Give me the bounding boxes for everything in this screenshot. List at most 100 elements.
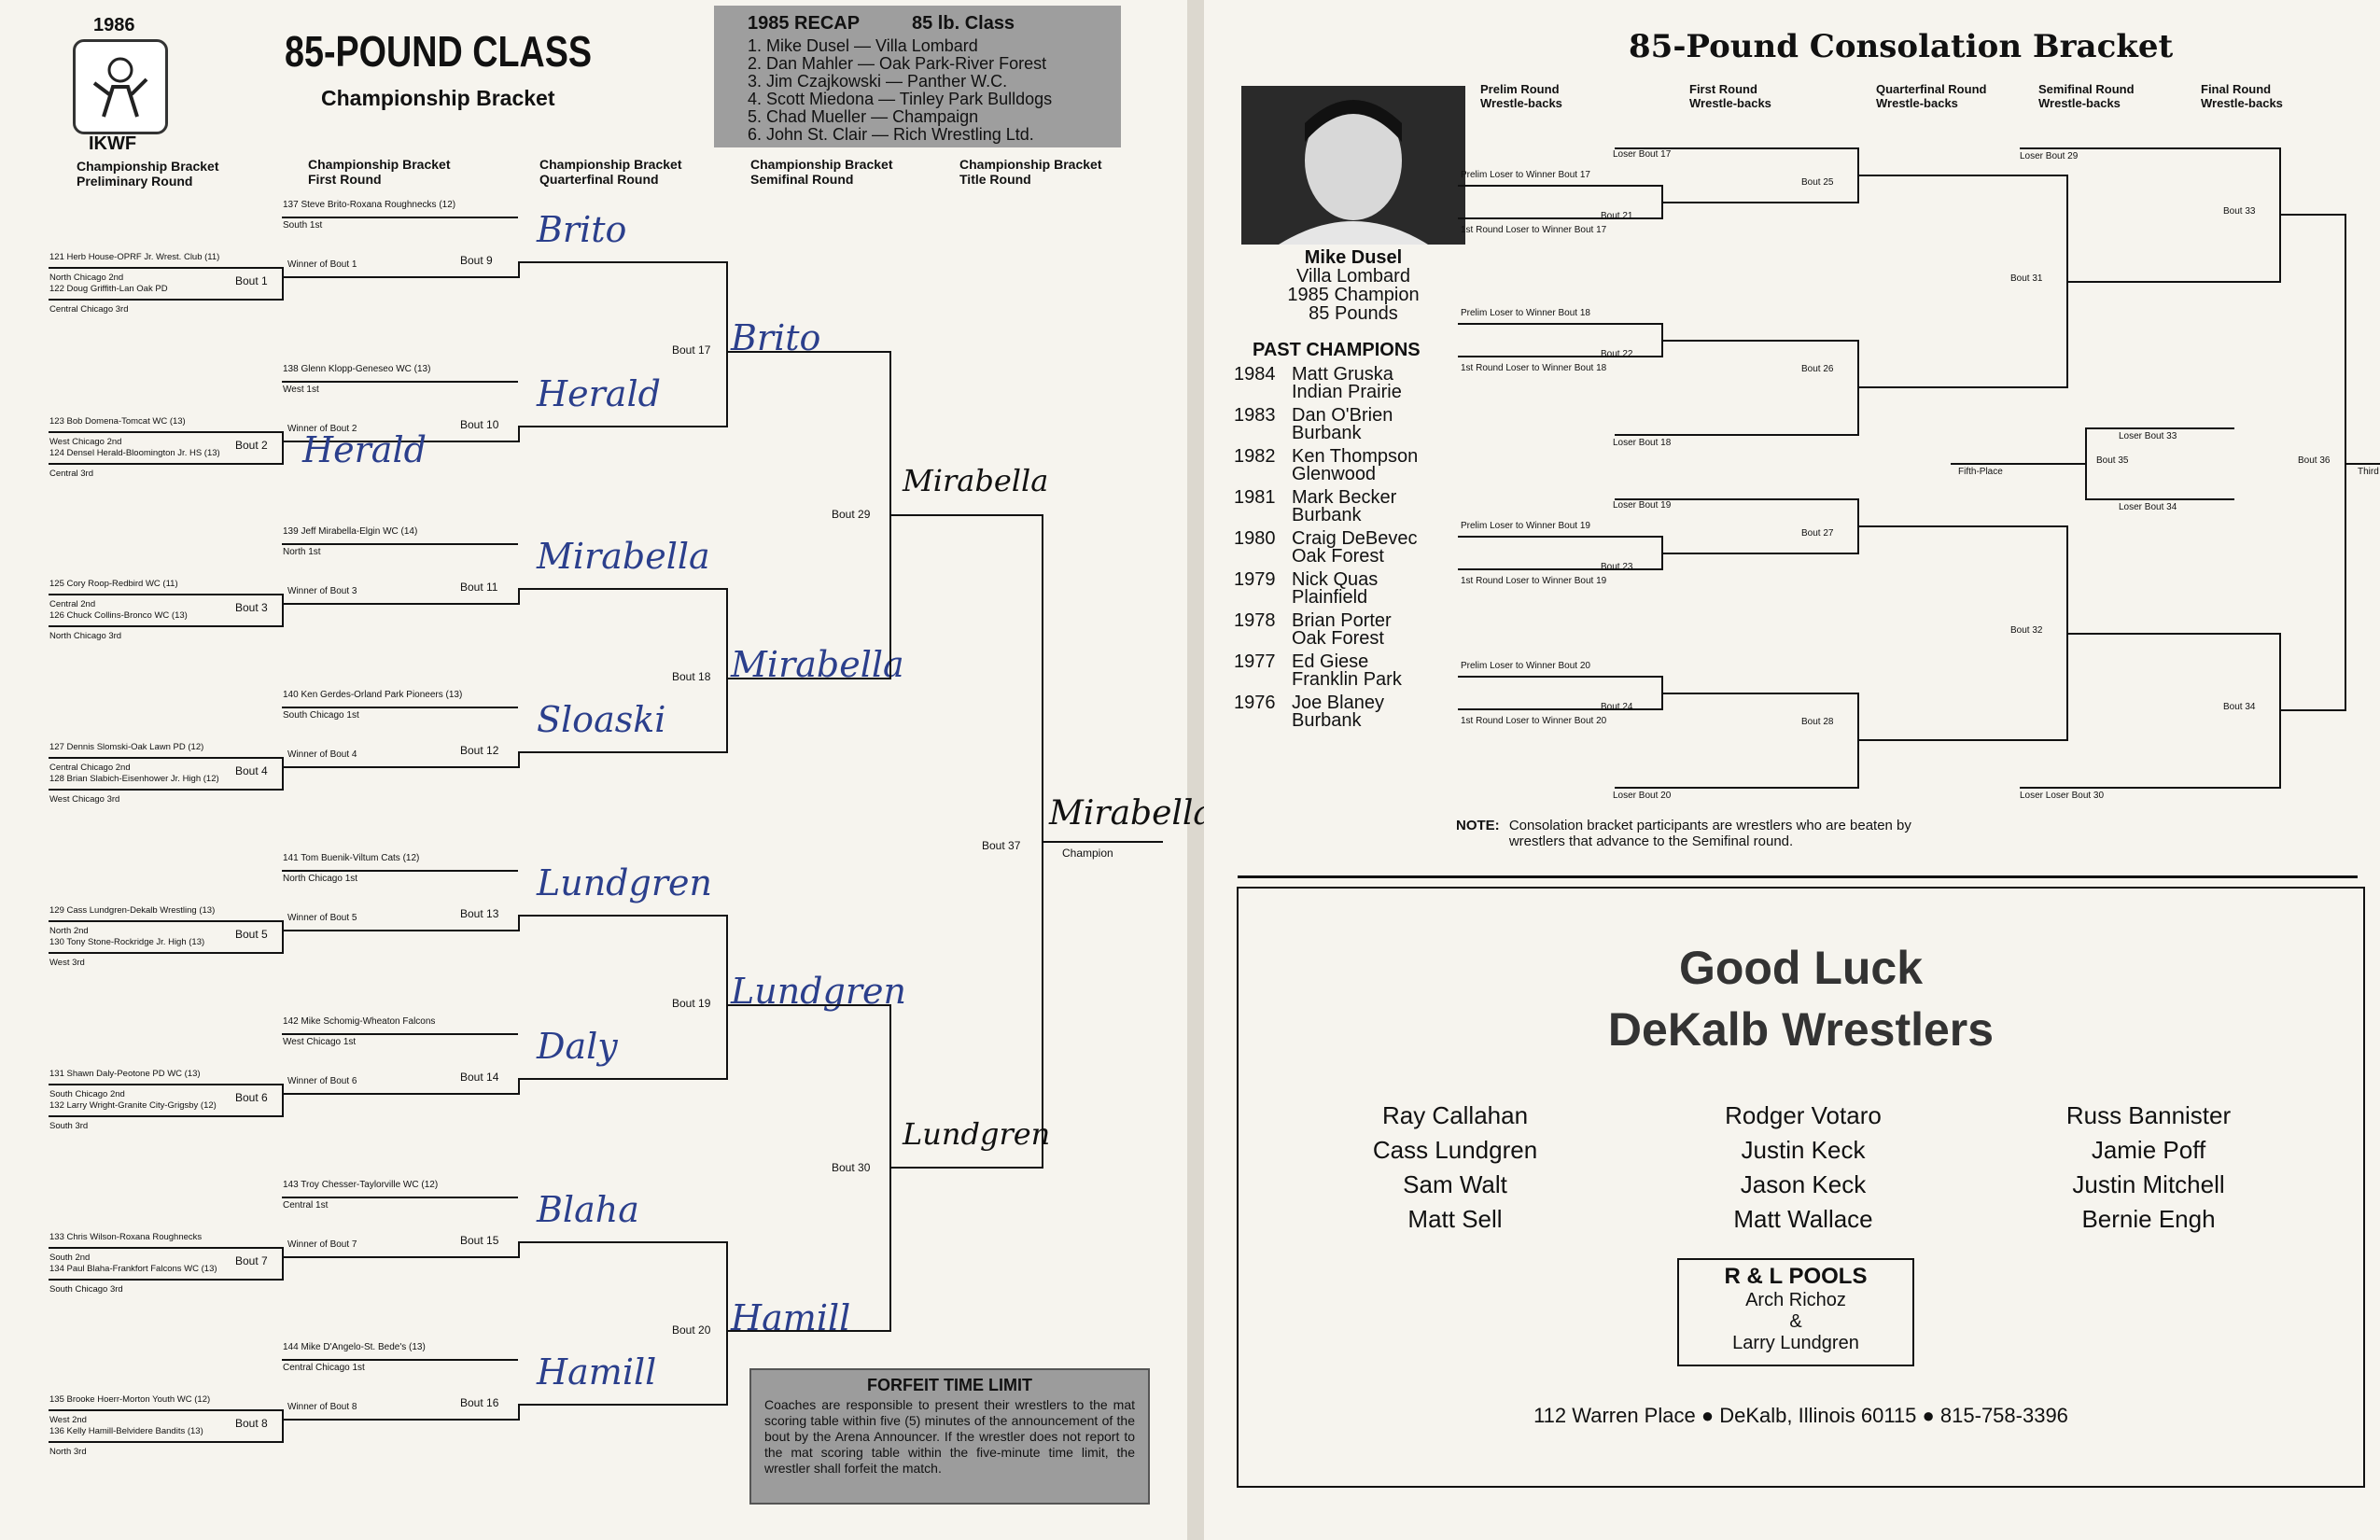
winner-label: Winner of Bout 8 <box>287 1402 357 1412</box>
seed-label: West 1st <box>283 385 319 395</box>
champion-school: Villa Lombard <box>1296 266 1410 287</box>
seed-label: South 3rd <box>49 1121 89 1131</box>
bracket-line <box>518 588 726 590</box>
bracket-line <box>1857 739 2066 742</box>
bout-label: Bout 32 <box>2010 624 2043 636</box>
bout-label: Bout 37 <box>982 838 1021 852</box>
column-header-line: Semifinal Round <box>2038 82 2135 96</box>
forfeit-box: FORFEIT TIME LIMIT Coaches are responsib… <box>749 1368 1150 1505</box>
column-header-line: Preliminary Round <box>77 174 193 189</box>
sponsor-line: & <box>1789 1311 1802 1332</box>
bracket-line <box>518 261 520 278</box>
ad-name: Sam Walt <box>1403 1170 1507 1198</box>
champion-year: 1978 <box>1234 610 1276 631</box>
bracket-line <box>1615 147 1857 149</box>
year-label: 1986 <box>93 15 135 35</box>
bracket-line <box>1458 676 1661 678</box>
champion-school: Burbank <box>1292 710 1362 731</box>
seed-label: Central 1st <box>283 1200 329 1211</box>
column-header-line: Championship Bracket <box>308 157 451 172</box>
seed-label: South Chicago 3rd <box>49 1284 123 1295</box>
bracket-line <box>282 1256 518 1258</box>
recap-box: 1985 RECAP 85 lb. Class 1. Mike Dusel — … <box>714 6 1121 147</box>
wrestler-entry: 130 Tony Stone-Rockridge Jr. High (13) <box>49 937 205 947</box>
winner-label: Winner of Bout 7 <box>287 1239 357 1250</box>
bout-label: Bout 34 <box>2223 702 2256 713</box>
champion-year: 1984 <box>1234 364 1276 385</box>
ad-name: Bernie Engh <box>2081 1205 2216 1233</box>
bracket-line <box>518 1078 520 1095</box>
champion-year: 1976 <box>1234 693 1276 713</box>
sponsor-box: R & L POOLS Arch Richoz & Larry Lundgren <box>1677 1258 1914 1366</box>
bracket-line <box>282 766 518 768</box>
cons-label: Fifth-Place <box>1958 467 2003 477</box>
bracket-line <box>518 751 726 753</box>
cons-label: Prelim Loser to Winner Bout 17 <box>1461 170 1590 180</box>
forfeit-text: Coaches are responsible to present their… <box>764 1397 1135 1476</box>
column-header-line: Quarterfinal Round <box>1876 82 1987 96</box>
bout-label: Bout 10 <box>460 418 499 431</box>
bout-label: Bout 7 <box>235 1254 268 1267</box>
cons-label: Loser Bout 20 <box>1613 791 1672 801</box>
column-header-line: Wrestle-backs <box>1876 96 1958 110</box>
wrestler-entry: 131 Shawn Daly-Peotone PD WC (13) <box>49 1069 201 1079</box>
seed-label: West Chicago 3rd <box>49 794 120 805</box>
bracket-line <box>726 1241 728 1406</box>
bracket-line <box>726 261 728 427</box>
seed-label: North 3rd <box>49 1447 87 1457</box>
bracket-line <box>726 588 728 753</box>
handwritten-name: Lundgren <box>537 862 712 903</box>
bracket-line <box>518 426 520 442</box>
column-header-line: First Round <box>1689 82 1757 96</box>
sponsor-line: Arch Richoz <box>1745 1290 1846 1310</box>
wrestler-entry: 135 Brooke Hoerr-Morton Youth WC (12) <box>49 1394 211 1405</box>
cons-label: 1st Round Loser to Winner Bout 17 <box>1461 225 1607 235</box>
bracket-line <box>1857 386 2066 389</box>
ad-line1: Good Luck <box>1678 942 1924 994</box>
bracket-line <box>518 1404 520 1421</box>
bracket-line <box>1857 174 2066 176</box>
winner-label: Winner of Bout 4 <box>287 749 357 760</box>
cons-label: 1st Round Loser to Winner Bout 20 <box>1461 716 1607 726</box>
champion-year: 1983 <box>1234 405 1276 426</box>
bracket-line <box>49 1115 282 1117</box>
bracket-line <box>282 381 518 383</box>
bracket-line <box>282 603 518 605</box>
note-text: Consolation bracket participants are wre… <box>1508 818 1911 849</box>
page-title: 85-POUND CLASS <box>285 27 593 76</box>
wrestler-entry: 122 Doug Griffith-Lan Oak PD <box>49 284 168 294</box>
recap-title: 1985 RECAP <box>748 13 861 34</box>
champion-name: Matt Gruska <box>1292 364 1393 385</box>
handwritten-name: Daly <box>537 1026 618 1067</box>
champion-school: Oak Forest <box>1292 546 1384 567</box>
bout-label: Bout 25 <box>1801 177 1834 188</box>
page-subtitle: Championship Bracket <box>321 86 555 110</box>
seed-label: Central 2nd <box>49 599 96 609</box>
bout-label: Bout 5 <box>235 928 268 941</box>
winner-label: Winner of Bout 1 <box>287 259 357 270</box>
bracket-line <box>1042 840 1163 843</box>
bout-label: Bout 8 <box>235 1417 268 1430</box>
champion-name: Mark Becker <box>1292 487 1397 508</box>
bout-label: Bout 27 <box>1801 528 1834 539</box>
bracket-line <box>518 1241 520 1258</box>
cons-label: Prelim Loser to Winner Bout 18 <box>1461 308 1590 318</box>
note-label: NOTE: <box>1456 818 1500 833</box>
bracket-line <box>726 351 889 353</box>
wrestler-entry: 144 Mike D'Angelo-St. Bede's (13) <box>283 1342 426 1352</box>
bracket-line <box>49 463 282 465</box>
champion-school: Plainfield <box>1292 587 1368 608</box>
column-header-line: Championship Bracket <box>750 157 893 172</box>
bracket-line <box>1458 185 1661 187</box>
bout-label: Bout 29 <box>832 508 871 521</box>
past-champions-title: PAST CHAMPIONS <box>1253 340 1421 360</box>
bracket-line <box>1458 217 1661 219</box>
recap-row: 1. Mike Dusel — Villa Lombard <box>748 36 978 55</box>
recap-row: 5. Chad Mueller — Champaign <box>748 107 979 126</box>
bout-label: Bout 12 <box>460 744 499 757</box>
